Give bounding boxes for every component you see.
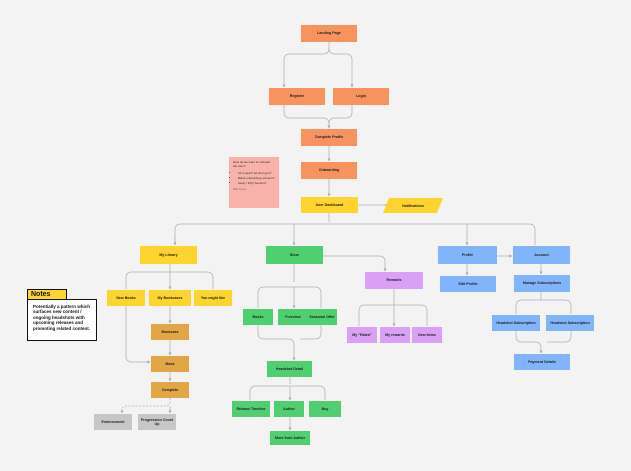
- node-label: Books: [252, 314, 264, 319]
- sticky-item: Away / FAQ Section?: [238, 181, 275, 186]
- edge-library-children: [125, 264, 214, 289]
- edge-freeview-headshot: [257, 325, 296, 361]
- edge-landing-login: [328, 47, 354, 88]
- edge-login-complete: [328, 104, 353, 125]
- node-label: Manage Subscriptions: [522, 281, 562, 286]
- node-label: Payment Details: [528, 359, 556, 364]
- node-label: Bookcase: [161, 329, 179, 334]
- node-rewards[interactable]: Rewards: [365, 272, 423, 289]
- node-label: Seasonal Offer: [309, 314, 335, 319]
- node-more-from-author[interactable]: More from Author: [270, 431, 310, 445]
- edge-seasonal-headshot: [300, 325, 322, 340]
- edge-complete-endorsement: [120, 398, 171, 414]
- node-profile[interactable]: Profile: [438, 246, 497, 264]
- node-landing-page[interactable]: Landing Page: [301, 25, 357, 42]
- edge-rewards-children: [358, 289, 428, 326]
- node-bookcase[interactable]: Bookcase: [151, 324, 189, 340]
- node-headshot-subscription-2[interactable]: Headshot Subscription: [546, 315, 594, 331]
- edge-subs-payment: [515, 331, 543, 354]
- node-my-library[interactable]: My Library: [140, 246, 197, 264]
- node-label: Register: [289, 94, 305, 99]
- node-label: Book: [165, 361, 175, 366]
- node-edit-profile[interactable]: Edit Profile: [440, 276, 496, 292]
- node-label: My "Rated": [352, 332, 372, 337]
- node-login[interactable]: Login: [333, 88, 389, 105]
- node-label: Account: [534, 252, 549, 257]
- node-label: Headshot Subscription: [550, 320, 590, 325]
- node-new-items[interactable]: New items: [412, 327, 442, 343]
- node-progression-count-up[interactable]: Progression Count Up: [138, 414, 176, 430]
- node-user-dashboard[interactable]: User Dashboard: [301, 197, 358, 213]
- node-account[interactable]: Account: [513, 246, 570, 264]
- node-label: Onboarding: [318, 168, 340, 173]
- node-label: Buy: [321, 406, 329, 411]
- node-label: Edit Profile: [458, 281, 478, 286]
- node-my-bookcases[interactable]: My Bookcases: [149, 290, 191, 306]
- node-new-books[interactable]: New Books: [107, 290, 145, 306]
- node-author[interactable]: Author: [274, 401, 304, 417]
- node-manage-subscriptions[interactable]: Manage Subscriptions: [514, 275, 570, 292]
- node-label: My Library: [159, 252, 178, 257]
- node-buy[interactable]: Buy: [309, 401, 341, 417]
- node-register[interactable]: Register: [269, 88, 325, 105]
- sticky-list: All in-app?/ All via log-in? Blank onboa…: [233, 171, 275, 186]
- edge-headshot-children: [249, 377, 326, 400]
- node-label: User Dashboard: [315, 202, 344, 207]
- edge-landing-register: [282, 42, 330, 88]
- node-books[interactable]: Books: [243, 309, 273, 325]
- node-label: You might like: [200, 295, 226, 300]
- node-label: Notifications: [402, 203, 424, 208]
- node-label: New Books: [116, 295, 136, 300]
- node-label: Progression Count Up: [140, 417, 174, 426]
- sticky-item: All in-app?/ All via log-in?: [238, 171, 275, 176]
- node-my-rated[interactable]: My "Rated": [347, 327, 377, 343]
- node-label: Release Timeline: [236, 406, 266, 411]
- node-label: Endorsement: [101, 419, 125, 424]
- node-label: Profile: [461, 252, 474, 257]
- node-onboarding[interactable]: Onboarding: [301, 162, 357, 179]
- node-release-timeline[interactable]: Release Timeline: [232, 401, 270, 417]
- sticky-item: Blank onboarding screens?: [238, 176, 275, 181]
- node-complete[interactable]: Complete: [151, 382, 189, 398]
- node-endorsement[interactable]: Endorsement: [94, 414, 132, 430]
- node-label: Complete: [161, 387, 179, 392]
- node-seasonal-offer[interactable]: Seasonal Offer: [307, 309, 337, 325]
- node-label: My rewards: [385, 332, 405, 337]
- node-notifications[interactable]: Notifications: [382, 198, 444, 213]
- node-headshot-subscription-1[interactable]: Headshot Subscription: [492, 315, 540, 331]
- node-label: Login: [356, 94, 366, 99]
- node-label: Author: [283, 406, 295, 411]
- sticky-author: Matt Jones: [233, 188, 246, 192]
- edge-register-complete: [283, 104, 331, 129]
- sticky-question: How do we want to onboard the user?: [233, 160, 271, 168]
- edge-store-rewards: [321, 255, 387, 272]
- node-label: Freeview: [285, 314, 301, 319]
- node-book[interactable]: Book: [151, 356, 189, 372]
- node-label: Store: [289, 252, 300, 257]
- node-you-might-like[interactable]: You might like: [194, 290, 232, 306]
- node-label: Complete Profile: [314, 135, 344, 140]
- edge-newbooks-book: [125, 306, 151, 364]
- node-label: New items: [418, 332, 436, 337]
- node-payment-details[interactable]: Payment Details: [514, 354, 570, 370]
- edge-subs2-payment: [547, 331, 572, 343]
- node-freeview[interactable]: Freeview: [278, 309, 308, 325]
- edge-dashboard-sections: [174, 213, 536, 245]
- notes-body[interactable]: Potentially a pattern which surfaces new…: [27, 299, 97, 341]
- node-my-rewards[interactable]: My rewards: [380, 327, 410, 343]
- node-headshot-detail[interactable]: Headshot Detail: [267, 361, 312, 377]
- sticky-note[interactable]: How do we want to onboard the user? All …: [229, 157, 279, 208]
- node-label: My Bookcases: [157, 295, 183, 300]
- edge-store-children: [257, 264, 322, 308]
- edge-manage-subs: [515, 292, 572, 314]
- node-label: Landing Page: [317, 31, 341, 36]
- node-label: More from Author: [274, 435, 306, 440]
- node-label: Headshot Subscription: [496, 320, 536, 325]
- node-label: Headshot Detail: [275, 366, 304, 371]
- node-store[interactable]: Store: [266, 246, 323, 264]
- node-complete-profile[interactable]: Complete Profile: [301, 129, 357, 146]
- node-label: Rewards: [386, 278, 402, 283]
